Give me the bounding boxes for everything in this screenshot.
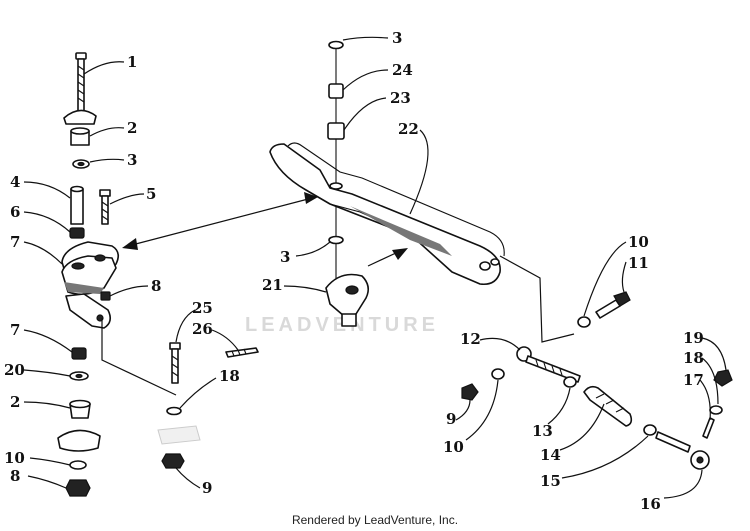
nut-8-bottom-shape	[65, 479, 91, 497]
callout-35: 17	[683, 371, 704, 389]
callout-16: 18	[219, 367, 240, 385]
bracket-21-shape	[325, 273, 370, 327]
callout-32: 16	[640, 495, 661, 513]
callout-2: 2	[127, 119, 137, 137]
tie-rod-assembly	[461, 255, 733, 470]
bushing-2-top-shape	[70, 127, 90, 146]
callout-13: 8	[10, 467, 20, 485]
callout-22: 3	[280, 248, 290, 266]
callout-30: 14	[540, 446, 561, 464]
callout-12: 10	[4, 449, 25, 467]
callout-5: 5	[146, 185, 156, 203]
arrows	[122, 192, 408, 267]
callout-26: 12	[460, 330, 481, 348]
plate-under-bolt-shape	[63, 109, 97, 125]
callout-9: 7	[10, 321, 20, 339]
callout-33: 19	[683, 329, 704, 347]
bolt-5-shape	[99, 189, 111, 225]
arm-22-shape	[269, 142, 505, 286]
callout-3: 3	[127, 151, 137, 169]
nut-7-lower-shape	[71, 347, 87, 360]
spacer-4-shape	[70, 185, 84, 225]
callout-27: 9	[446, 410, 456, 428]
credit-line: Rendered by LeadVenture, Inc.	[291, 513, 459, 527]
callout-6: 6	[10, 203, 20, 221]
callout-15: 26	[192, 320, 213, 338]
callout-34: 18	[683, 349, 704, 367]
leader-lines	[23, 36, 727, 499]
callout-10: 20	[4, 361, 25, 379]
callout-24: 10	[628, 233, 649, 251]
bushing-2-lower-shape	[69, 399, 91, 419]
callout-7: 7	[10, 233, 20, 251]
callout-18: 3	[392, 29, 402, 47]
callout-21: 22	[398, 120, 419, 138]
left-stack	[57, 52, 120, 497]
callout-11: 2	[10, 393, 20, 411]
callout-8: 8	[151, 277, 161, 295]
middle-rod-group	[157, 342, 259, 469]
callout-17: 9	[202, 479, 212, 497]
callout-23: 21	[262, 276, 283, 294]
callout-14: 25	[192, 299, 213, 317]
callout-1: 1	[127, 53, 137, 71]
bracket-6-shape	[61, 241, 120, 296]
nut-7-top-shape	[69, 227, 85, 239]
callout-numbers: 1 2 3 4 5 6 7 8 7 20 2 10 8 25 26 18 9 3…	[4, 29, 704, 513]
washer-10-left-shape	[69, 460, 87, 470]
bolt-1-shape	[75, 52, 87, 112]
nut-8-mid-shape	[100, 291, 111, 301]
arm-assembly	[269, 40, 505, 327]
callout-20: 23	[390, 89, 411, 107]
callout-25: 11	[628, 254, 649, 272]
watermark: LEADVENTURE	[245, 314, 439, 337]
callout-29: 13	[532, 422, 553, 440]
bottom-plate-shape	[57, 429, 101, 452]
callout-19: 24	[392, 61, 413, 79]
callout-31: 15	[540, 472, 561, 490]
callout-4: 4	[10, 173, 20, 191]
callout-28: 10	[443, 438, 464, 456]
